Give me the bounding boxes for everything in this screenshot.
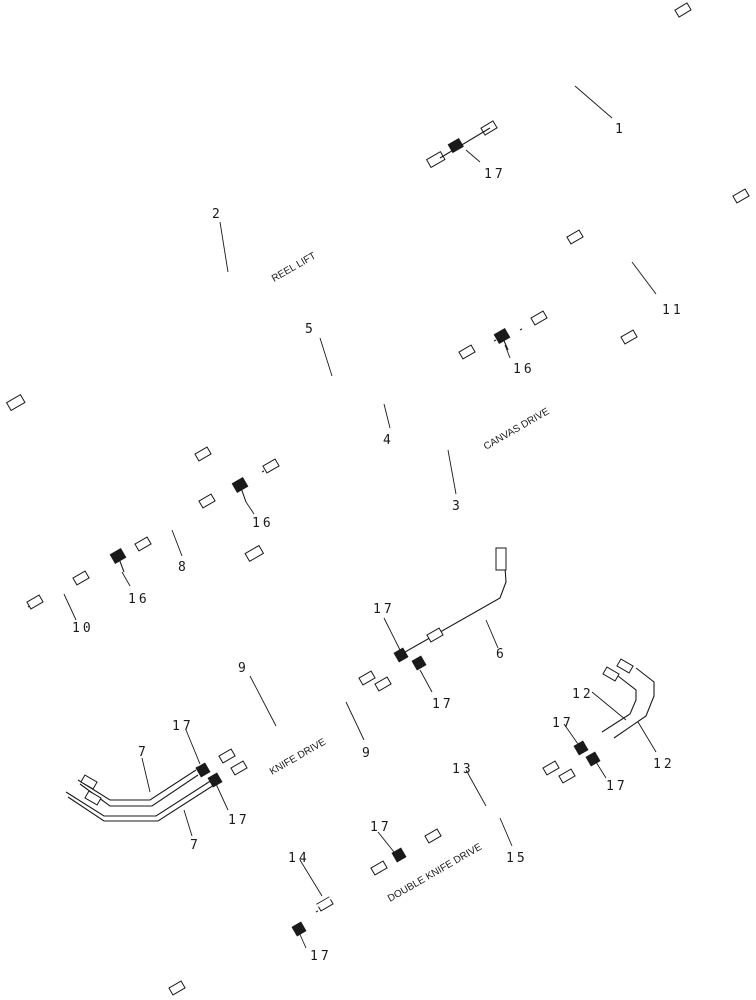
tube-part-9-upper [195,655,399,769]
tube-part-5 [194,229,584,462]
tube-part-2 [5,150,446,412]
tube-part-9-lower [211,662,421,779]
tube-part-8 [119,487,241,558]
callout-9: 9 [362,746,373,761]
tube-part-7-lower [65,779,215,822]
tube-part-1 [480,2,692,136]
callout-11: 11 [662,303,684,318]
tube-part-6 [397,547,507,657]
fitting-17-reel-lift [439,127,491,159]
fittings-17 [195,647,601,937]
callout-3: 3 [452,499,463,514]
tube-part-13 [399,747,587,857]
callout-16: 16 [513,362,535,377]
tube-part-15 [315,759,593,913]
callout-16: 16 [128,592,150,607]
tube-part-10 [26,556,119,610]
fitting-16-lower [109,547,127,573]
tube-part-12-inner [601,666,637,733]
tube-part-12-outer [613,658,655,739]
fitting-16-middle [231,476,249,503]
callout-7: 7 [138,745,149,760]
callout-17: 17 [310,949,332,964]
callout-17: 17 [228,813,250,828]
callout-7: 7 [190,838,201,853]
callout-17: 17 [484,167,506,182]
callout-17: 17 [552,716,574,731]
callout-12: 12 [653,757,675,772]
callout-13: 13 [452,762,474,777]
tube-part-3 [244,329,638,563]
callout-10: 10 [72,621,94,636]
callout-17: 17 [373,602,395,617]
callout-16: 16 [252,516,274,531]
tube-part-14 [168,857,399,996]
callout-4: 4 [383,433,394,448]
callout-17: 17 [606,779,628,794]
callout-14: 14 [288,851,310,866]
callout-2: 2 [212,207,223,222]
callout-15: 15 [506,851,528,866]
callout-numbers: 1 17 2 5 11 16 4 3 16 8 16 10 17 6 9 17 … [72,122,684,964]
callout-17: 17 [172,719,194,734]
callout-1: 1 [615,122,626,137]
canvas-drive-label: CANVAS DRIVE [482,406,552,453]
leader-lines [63,85,657,949]
callout-17: 17 [370,820,392,835]
callout-8: 8 [178,560,189,575]
tube-part-11 [519,188,750,331]
callout-9: 9 [238,661,249,676]
callout-17: 17 [432,697,454,712]
callout-6: 6 [496,647,507,662]
tube-part-4 [261,339,497,474]
callout-12: 12 [572,687,594,702]
fitting-16-upper [493,327,511,351]
callout-5: 5 [305,322,316,337]
reel-lift-label: REEL LIFT [270,251,318,285]
